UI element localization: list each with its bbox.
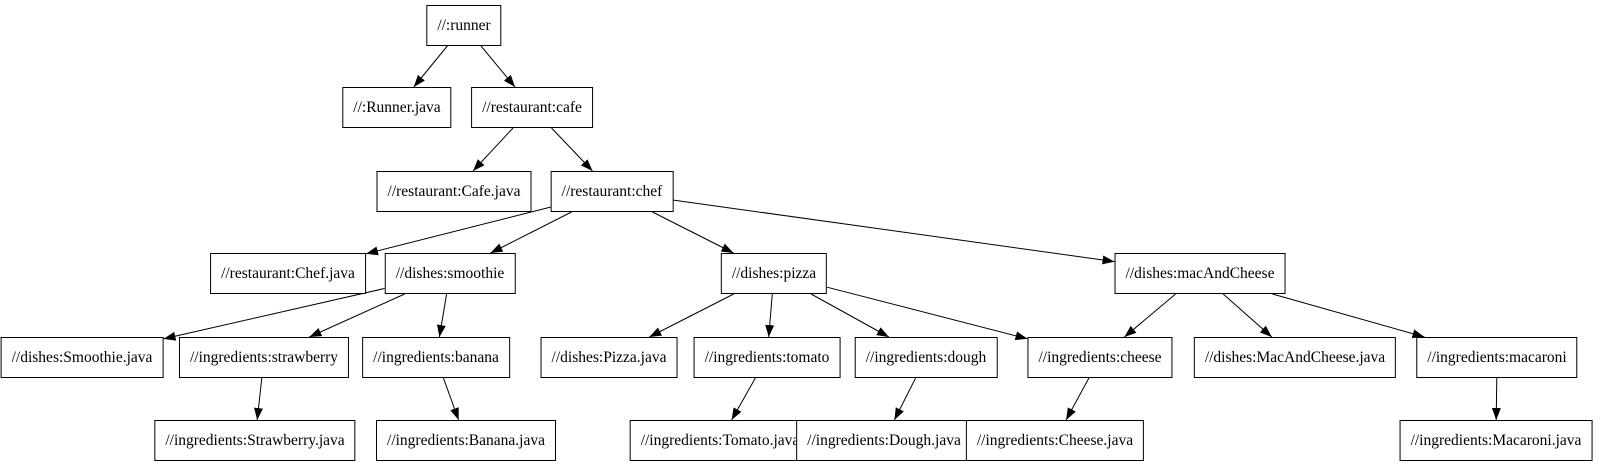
graph-node-label: //ingredients:dough — [865, 348, 987, 366]
graph-node-banana_java: //ingredients:Banana.java — [376, 420, 556, 461]
graph-node-label: //restaurant:chef — [561, 182, 663, 200]
graph-node-dough: //ingredients:dough — [854, 337, 998, 378]
graph-edge-chef-to-mac_and_cheese — [673, 199, 1115, 265]
graph-node-pizza: //dishes:pizza — [720, 253, 828, 294]
graph-edge-macaroni-to-macaroni_java — [1491, 377, 1501, 421]
graph-edge-smoothie-to-banana — [436, 293, 448, 338]
graph-node-label: //restaurant:cafe — [482, 98, 582, 116]
graph-node-strawberry: //ingredients:strawberry — [178, 337, 350, 378]
graph-edge-smoothie-to-smoothie_java — [163, 288, 385, 341]
graph-edge-mac_and_cheese-to-mac_and_cheese_java — [1222, 293, 1273, 338]
graph-edge-chef-to-pizza — [652, 211, 734, 254]
graph-node-label: //:runner — [437, 16, 491, 34]
graph-node-cheese_java: //ingredients:Cheese.java — [965, 420, 1145, 461]
graph-edge-cafe-to-chef — [551, 127, 593, 172]
graph-node-label: //ingredients:Macaroni.java — [1410, 431, 1582, 449]
graph-node-label: //dishes:pizza — [731, 264, 817, 282]
graph-node-label: //dishes:Pizza.java — [551, 348, 667, 366]
graph-node-label: //ingredients:Cheese.java — [976, 431, 1134, 449]
graph-node-label: //ingredients:Strawberry.java — [165, 431, 345, 449]
graph-edge-runner-to-cafe — [480, 45, 516, 88]
graph-node-macaroni: //ingredients:macaroni — [1416, 337, 1578, 378]
graph-node-tomato: //ingredients:tomato — [693, 337, 841, 378]
graph-node-dough_java: //ingredients:Dough.java — [796, 420, 972, 461]
graph-edge-mac_and_cheese-to-cheese — [1124, 293, 1176, 338]
graph-edge-pizza-to-pizza_java — [649, 293, 734, 338]
graph-node-label: //restaurant:Chef.java — [221, 264, 355, 282]
graph-node-banana: //ingredients:banana — [362, 337, 510, 378]
graph-node-label: //ingredients:tomato — [704, 348, 830, 366]
graph-node-label: //ingredients:banana — [373, 348, 499, 366]
graph-node-label: //ingredients:macaroni — [1427, 348, 1567, 366]
graph-node-chef: //restaurant:chef — [550, 171, 674, 212]
graph-node-smoothie_java: //dishes:Smoothie.java — [0, 337, 164, 378]
graph-edge-chef-to-chef_java — [365, 206, 551, 256]
graph-edge-mac_and_cheese-to-macaroni — [1272, 293, 1425, 339]
graph-edges — [163, 45, 1501, 421]
graph-node-label: //dishes:macAndCheese — [1125, 264, 1275, 282]
graph-node-label: //restaurant:Cafe.java — [387, 182, 521, 200]
graph-edge-chef-to-smoothie — [490, 211, 572, 254]
graph-node-runner_java: //:Runner.java — [342, 87, 452, 128]
graph-node-mac_and_cheese_java: //dishes:MacAndCheese.java — [1193, 337, 1397, 378]
graph-node-label: //ingredients:strawberry — [189, 348, 339, 366]
graph-edge-tomato-to-tomato_java — [731, 377, 756, 421]
graph-edge-cafe-to-cafe_java — [472, 127, 514, 172]
graph-node-macaroni_java: //ingredients:Macaroni.java — [1399, 420, 1593, 461]
graph-node-label: //ingredients:Banana.java — [387, 431, 545, 449]
graph-edge-strawberry-to-strawberry_java — [254, 377, 263, 421]
graph-node-strawberry_java: //ingredients:Strawberry.java — [154, 420, 356, 461]
graph-edge-pizza-to-dough — [810, 293, 890, 338]
graph-edge-pizza-to-cheese — [826, 286, 1028, 341]
graph-node-cafe_java: //restaurant:Cafe.java — [376, 171, 532, 212]
graph-node-cheese: //ingredients:cheese — [1027, 337, 1173, 378]
graph-node-chef_java: //restaurant:Chef.java — [210, 253, 366, 294]
graph-edge-banana-to-banana_java — [442, 377, 460, 421]
graph-node-runner: //:runner — [426, 5, 502, 46]
graph-edge-cheese-to-cheese_java — [1065, 377, 1090, 421]
graph-node-label: //ingredients:Dough.java — [807, 431, 961, 449]
graph-node-smoothie: //dishes:smoothie — [384, 253, 516, 294]
graph-edge-smoothie-to-strawberry — [309, 293, 405, 338]
graph-node-mac_and_cheese: //dishes:macAndCheese — [1114, 253, 1286, 294]
graph-node-pizza_java: //dishes:Pizza.java — [540, 337, 678, 378]
graph-node-cafe: //restaurant:cafe — [471, 87, 593, 128]
graph-edge-pizza-to-tomato — [765, 293, 775, 338]
graph-node-label: //:Runner.java — [353, 98, 441, 116]
graph-node-label: //ingredients:Tomato.java — [640, 431, 800, 449]
graph-node-label: //dishes:smoothie — [395, 264, 505, 282]
graph-node-tomato_java: //ingredients:Tomato.java — [629, 420, 811, 461]
graph-node-label: //dishes:MacAndCheese.java — [1204, 348, 1386, 366]
graph-edge-dough-to-dough_java — [893, 377, 917, 421]
graph-node-label: //ingredients:cheese — [1038, 348, 1162, 366]
graph-node-label: //dishes:Smoothie.java — [11, 348, 153, 366]
graph-edge-runner-to-runner_java — [413, 45, 448, 88]
